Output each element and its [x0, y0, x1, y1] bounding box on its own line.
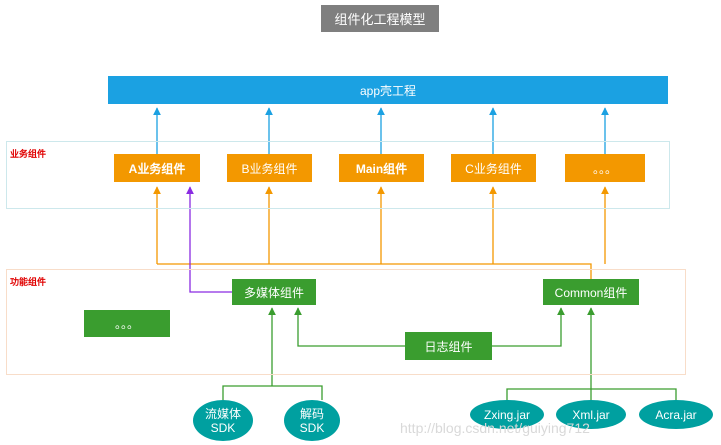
function-section — [6, 269, 686, 375]
business-component-c: C业务组件 — [451, 154, 536, 182]
library-streaming-sdk: 流媒体 SDK — [193, 400, 253, 441]
library-zxing-jar: Zxing.jar — [470, 400, 544, 429]
library-xml-jar: Xml.jar — [556, 400, 626, 429]
library-acra-jar: Acra.jar — [639, 400, 713, 429]
diagram-title: 组件化工程模型 — [321, 5, 439, 32]
function-component-log: 日志组件 — [405, 332, 492, 360]
business-component-b: B业务组件 — [227, 154, 312, 182]
function-component-more: 。。。 — [84, 310, 170, 337]
arrow-multimedia-to-a — [186, 186, 232, 293]
business-component-more: 。。。 — [565, 154, 645, 182]
function-component-common: Common组件 — [543, 279, 639, 305]
business-section-label: 业务组件 — [10, 149, 47, 159]
watermark: http://blog.csdn.net/guiying712 — [400, 420, 590, 436]
business-component-a: A业务组件 — [114, 154, 200, 182]
common-bus-line — [157, 263, 592, 279]
business-section — [6, 141, 670, 209]
arrow-log-to-common — [492, 307, 565, 347]
arrow-log-to-multimedia — [294, 307, 405, 347]
function-section-label: 功能组件 — [10, 277, 47, 287]
link-sdks-to-multimedia — [222, 385, 323, 400]
business-component-main: Main组件 — [339, 154, 424, 182]
library-decode-sdk: 解码 SDK — [284, 400, 340, 441]
app-shell-project: app壳工程 — [108, 76, 668, 104]
function-component-multimedia: 多媒体组件 — [232, 279, 316, 305]
